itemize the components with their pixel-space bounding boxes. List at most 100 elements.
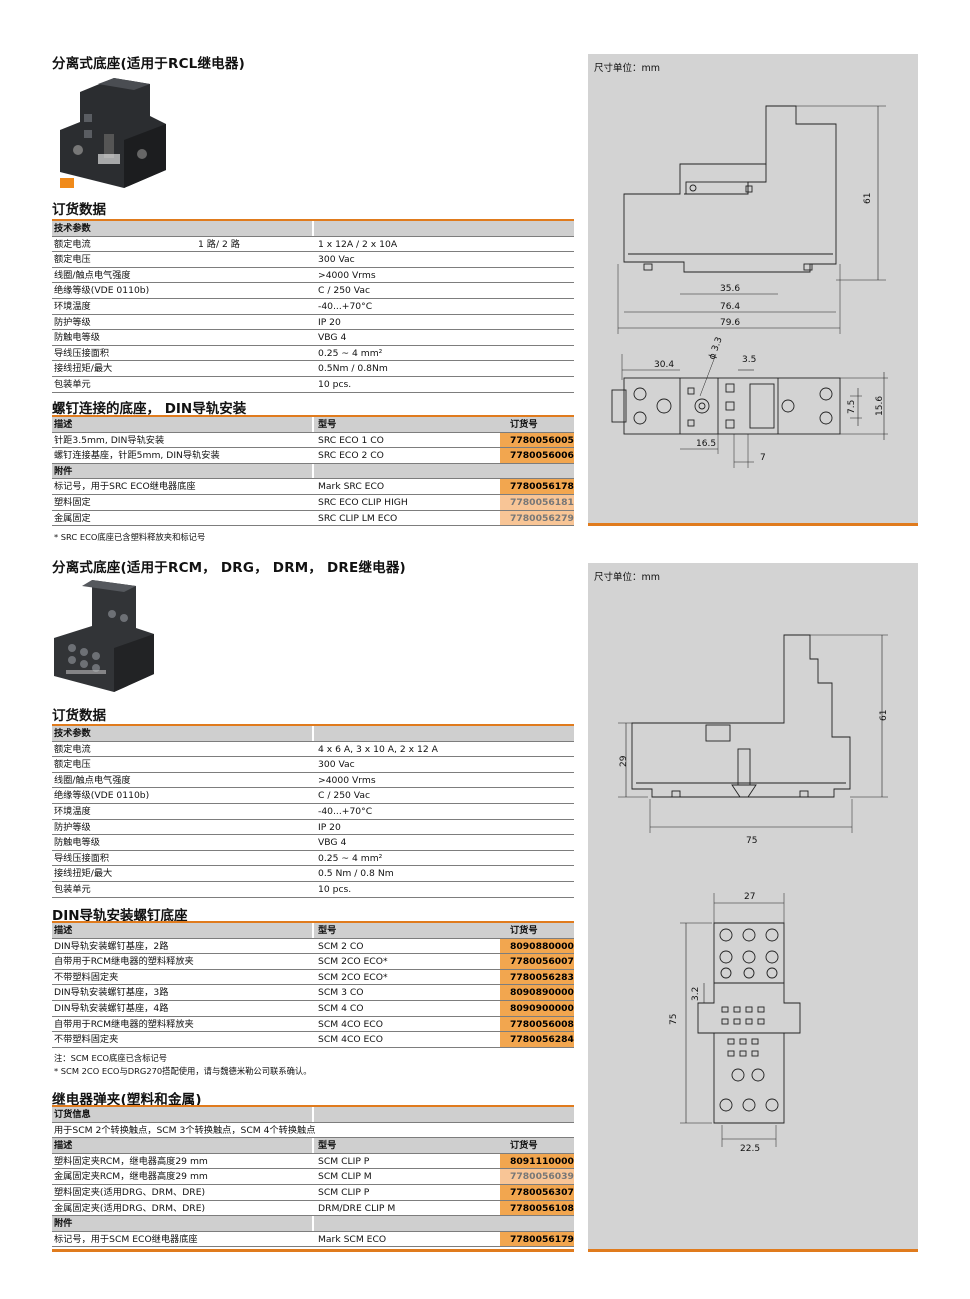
section2-note2: * SCM 2CO ECO与DRG270搭配使用，请与魏德米勒公司联系确认。 bbox=[54, 1066, 312, 1076]
spec-value: 0.5Nm / 0.8Nm bbox=[312, 361, 574, 376]
order-number: 7780056283 bbox=[500, 969, 574, 985]
dim-3-2: 3.2 bbox=[691, 987, 701, 1001]
spec-value: >4000 Vrms bbox=[312, 772, 574, 788]
product-desc: 金属固定夹(适用DRG、DRM、DRE) bbox=[54, 1202, 206, 1214]
spec-row: 环境温度-40...+70°C bbox=[52, 803, 574, 820]
dim-75-height: 75 bbox=[669, 1014, 679, 1025]
spec-label: 防护等级 bbox=[54, 316, 91, 328]
dim-75-width: 75 bbox=[746, 836, 757, 846]
section3-rule bbox=[52, 1105, 574, 1107]
spec-label: 线圈/触点电气强度 bbox=[54, 269, 131, 281]
info-text: 用于SCM 2个转换触点，SCM 3个转换触点，SCM 4个转换触点 bbox=[54, 1124, 316, 1136]
spec-label: 额定电压 bbox=[54, 759, 91, 771]
spec-value: IP 20 bbox=[312, 819, 574, 835]
col-order-header: 订货号 bbox=[500, 923, 574, 938]
spec-row: 环境温度-40...+70°C bbox=[52, 298, 574, 315]
product-header-row: 描述型号订货号 bbox=[52, 417, 574, 433]
accessory-header: 附件 bbox=[54, 1218, 73, 1230]
order-number: 7780056005 bbox=[500, 432, 574, 448]
dim-29: 29 bbox=[619, 755, 629, 767]
section3-bottom-rule bbox=[52, 1249, 574, 1252]
accessory-header-row: 附件 bbox=[52, 1216, 574, 1232]
product-desc: 自带用于RCM继电器的塑料释放夹 bbox=[54, 956, 194, 968]
spec-value: -40...+70°C bbox=[312, 803, 574, 819]
spec-label: 导线压接面积 bbox=[54, 852, 110, 864]
panel2-bottom-rule bbox=[588, 1249, 918, 1252]
spec-row: 线圈/触点电气强度>4000 Vrms bbox=[52, 772, 574, 789]
spec-label: 接线扭矩/最大 bbox=[54, 868, 113, 880]
spec-extra: 1 路/ 2 路 bbox=[198, 238, 240, 250]
product-desc: 针距3.5mm, DIN导轨安装 bbox=[54, 434, 165, 446]
product-desc: 标记号，用于SRC ECO继电器底座 bbox=[54, 481, 196, 493]
col-desc-header: 描述 bbox=[54, 1140, 73, 1152]
product-header-row: 描述型号订货号 bbox=[52, 1138, 574, 1154]
spec-row: 绝缘等级(VDE 0110b)C / 250 Vac bbox=[52, 788, 574, 804]
product-desc: 不带塑料固定夹 bbox=[54, 971, 119, 983]
dim-phi-3-3: ϕ 3.3 bbox=[707, 336, 724, 361]
spec-header-row: 技术参数 bbox=[52, 726, 574, 742]
order-number: 7780056181 bbox=[500, 494, 574, 510]
dim-35-6: 35.6 bbox=[720, 284, 740, 294]
product-desc: DIN导轨安装螺钉基座，4路 bbox=[54, 1002, 169, 1014]
spec-value: IP 20 bbox=[312, 314, 574, 330]
order-number: 7780056008 bbox=[500, 1016, 574, 1032]
spec-value: 0.25 ~ 4 mm² bbox=[312, 850, 574, 866]
col-order-header: 订货号 bbox=[500, 1138, 574, 1153]
col-desc-header: 描述 bbox=[54, 419, 73, 430]
spec-row: 线圈/触点电气强度 >4000 Vrms bbox=[52, 267, 574, 284]
order-number: 7780056007 bbox=[500, 954, 574, 969]
spec-value: 0.25 ~ 4 mm² bbox=[312, 345, 574, 361]
dim-76-4: 76.4 bbox=[720, 302, 740, 312]
spec-label: 接线扭矩/最大 bbox=[54, 363, 113, 375]
product-header-row: 描述型号订货号 bbox=[52, 923, 574, 939]
product-desc: 塑料固定夹(适用DRG、DRM、DRE) bbox=[54, 1186, 206, 1198]
col-order-header: 订货号 bbox=[500, 417, 574, 432]
spec-label: 额定电压 bbox=[54, 254, 91, 266]
product-desc: 塑料固定夹RCM，继电器高度29 mm bbox=[54, 1155, 208, 1167]
product-desc: 塑料固定 bbox=[54, 496, 91, 508]
info-header: 订货信息 bbox=[54, 1109, 91, 1120]
spec-value: 300 Vac bbox=[312, 757, 574, 772]
section1-note: * SRC ECO底座已含塑料释放夹和标记号 bbox=[54, 532, 206, 542]
section2-rule bbox=[52, 724, 574, 726]
spec-header-value bbox=[312, 221, 574, 236]
product-desc: 金属固定 bbox=[54, 512, 91, 524]
spec-row: 防护等级 IP 20 bbox=[52, 314, 574, 331]
order-number: 8090900000 bbox=[500, 1000, 574, 1016]
dim-79-6: 79.6 bbox=[720, 318, 740, 328]
dim-61: 61 bbox=[863, 193, 873, 204]
spec-label: 额定电流 bbox=[54, 743, 91, 755]
spec-label: 防触电等级 bbox=[54, 332, 100, 344]
info-header-row: 订货信息 bbox=[52, 1107, 574, 1123]
dim-16-5: 16.5 bbox=[696, 439, 716, 449]
dimension-drawing-2: 61 29 75 27 75 3.2 22.5 bbox=[618, 634, 889, 1154]
spec-row: 防触电等级 VBG 4 bbox=[52, 330, 574, 346]
product-desc: DIN导轨安装螺钉基座，2路 bbox=[54, 940, 169, 952]
product-photo-rcl-socket bbox=[54, 74, 172, 196]
spec-label: 包装单元 bbox=[54, 378, 91, 390]
order-number: 7780056178 bbox=[500, 479, 574, 494]
spec-value: VBG 4 bbox=[312, 330, 574, 345]
spec-value: C / 250 Vac bbox=[312, 788, 574, 803]
accessory-header: 附件 bbox=[54, 465, 73, 477]
product-photo-rcm-socket bbox=[52, 578, 164, 696]
spec-header-label: 技术参数 bbox=[54, 223, 91, 234]
spec-header-row: 技术参数 bbox=[52, 221, 574, 237]
panel1-bottom-rule bbox=[588, 523, 918, 526]
spec-label: 绝缘等级(VDE 0110b) bbox=[54, 285, 150, 297]
spec-value: >4000 Vrms bbox=[312, 267, 574, 283]
